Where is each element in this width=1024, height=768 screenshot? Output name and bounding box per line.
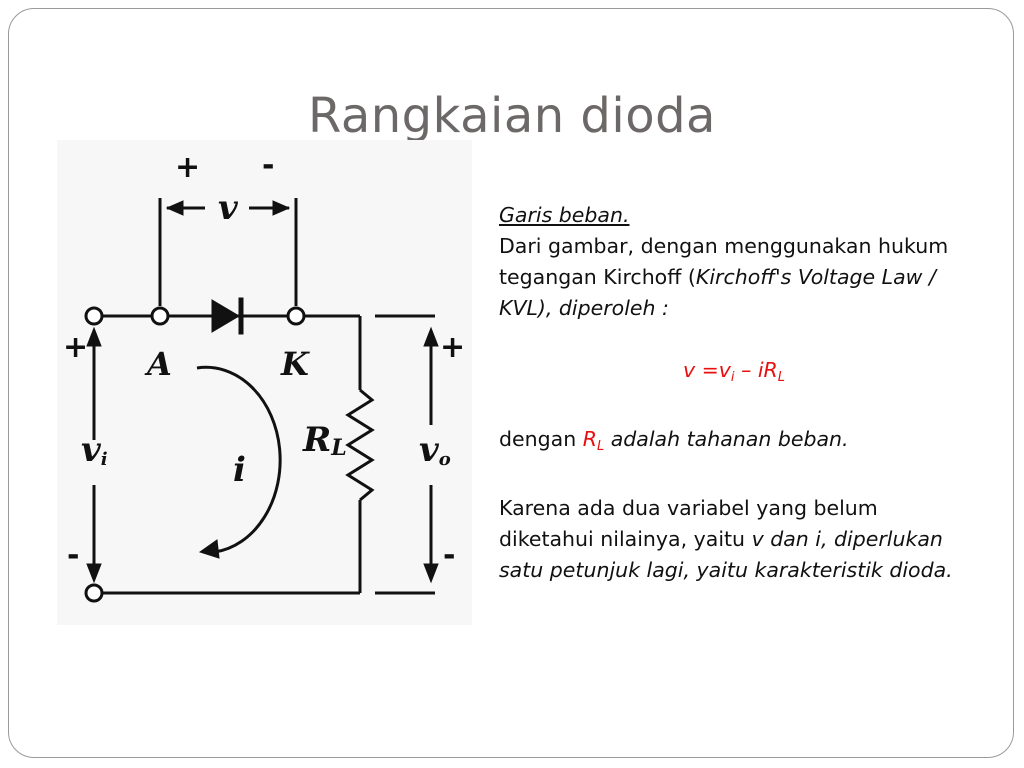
terminal-left-top — [84, 306, 104, 326]
v-label: v — [218, 188, 238, 228]
vi-arrow-top-head — [86, 326, 102, 347]
node-k-terminal — [286, 306, 306, 326]
vi-arrow-bottom-head — [86, 563, 102, 584]
equation: v =vi – iRL — [682, 358, 786, 385]
minus-top-sign: - — [262, 148, 275, 183]
node-k-label: K — [281, 345, 309, 383]
current-arrow-head — [198, 539, 220, 559]
paragraph-variables: Karena ada dua variabel yang belum diket… — [499, 496, 953, 582]
vi-label: vi — [81, 430, 108, 470]
circuit-svg — [84, 198, 439, 603]
plus-left-sign: + — [63, 330, 89, 365]
node-a-terminal — [150, 306, 170, 326]
plus-right-sign: + — [440, 330, 466, 365]
terminal-left-bottom — [84, 583, 104, 603]
minus-right-sign: - — [443, 538, 456, 573]
text-heading: Garis beban. — [499, 203, 630, 227]
diode-bar — [238, 297, 244, 335]
rl-label: RL — [303, 420, 347, 461]
current-arc — [196, 365, 282, 554]
v-arrow-right-head — [272, 200, 291, 216]
vo-arrow-bottom-head — [423, 563, 439, 584]
paragraph-rl: dengan RL adalah tahanan beban. — [499, 427, 849, 454]
minus-left-sign: - — [67, 538, 80, 573]
text-block: Garis beban. Dari gambar, dengan menggun… — [499, 200, 969, 586]
diode-triangle — [211, 299, 240, 333]
resistor-rl — [345, 388, 375, 502]
paragraph-kvl: Dari gambar, dengan menggunakan hukum te… — [499, 234, 949, 320]
node-a-label: A — [147, 345, 172, 383]
vo-arrow-top-head — [423, 326, 439, 347]
vo-label: vo — [419, 430, 451, 470]
slide-title: Rangkaian dioda — [308, 88, 716, 144]
current-label: i — [233, 450, 246, 490]
circuit-diagram: + - v A K + - vi i RL + - vo — [57, 140, 472, 625]
plus-top-sign: + — [175, 150, 201, 185]
v-arrow-left-head — [165, 200, 184, 216]
